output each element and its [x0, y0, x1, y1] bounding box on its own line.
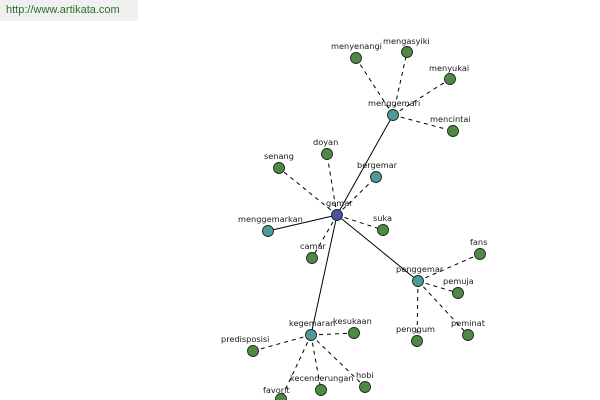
- node-label-kecenderungan: kecenderungan: [290, 373, 354, 383]
- node-suka[interactable]: [377, 224, 389, 236]
- node-hobi[interactable]: [359, 381, 371, 393]
- node-label-kegemaran: kegemaran: [289, 318, 335, 328]
- node-label-favorit: favorit: [263, 385, 290, 395]
- edge-gemar-suka: [336, 214, 384, 231]
- node-predisposisi[interactable]: [247, 345, 259, 357]
- node-menyenangi[interactable]: [350, 52, 362, 64]
- edge-kegemaran-kesukaan: [310, 332, 355, 336]
- node-label-camar: camar: [300, 241, 327, 251]
- node-label-menyenangi: menyenangi: [331, 41, 382, 51]
- node-label-senang: senang: [264, 151, 294, 161]
- node-label-gemar: gemar: [326, 198, 353, 208]
- node-fans[interactable]: [474, 248, 486, 260]
- edge-menggemari-mencintai: [392, 114, 454, 132]
- node-menggemari[interactable]: [387, 109, 399, 121]
- node-kesukaan[interactable]: [348, 327, 360, 339]
- node-pemuja[interactable]: [452, 287, 464, 299]
- node-menyukai[interactable]: [444, 73, 456, 85]
- edge-menggemari-menyukai: [392, 78, 451, 116]
- node-menggemarkan[interactable]: [262, 225, 274, 237]
- nodes-layer: [247, 46, 486, 400]
- node-mengasyiki[interactable]: [401, 46, 413, 58]
- edge-gemar-doyan: [326, 153, 338, 216]
- node-label-menggemari: menggemari: [368, 98, 420, 108]
- edge-menggemari-mengasyiki: [392, 51, 408, 116]
- node-label-peminat: peminat: [451, 318, 486, 328]
- node-label-bergemar: bergemar: [357, 160, 398, 170]
- node-label-pemuja: pemuja: [443, 276, 474, 286]
- edge-penggemar-pemuja: [417, 280, 459, 294]
- labels-layer: gemar menggemari penggemar kegemaran bergema…: [221, 36, 487, 395]
- node-penggum[interactable]: [411, 335, 423, 347]
- node-label-penggemar: penggemar: [396, 264, 444, 274]
- edge-kegemaran-favorit: [280, 334, 312, 400]
- edge-penggemar-fans: [417, 253, 481, 282]
- node-bergemar[interactable]: [370, 171, 382, 183]
- node-label-fans: fans: [470, 237, 487, 247]
- node-label-menggemarkan: menggemarkan: [238, 214, 303, 224]
- edge-gemar-menggemarkan: [267, 214, 338, 232]
- edges-layer: [252, 51, 481, 400]
- node-kecenderungan[interactable]: [315, 384, 327, 396]
- node-label-predisposisi: predisposisi: [221, 334, 269, 344]
- node-favorit[interactable]: [275, 393, 287, 400]
- edge-penggemar-penggum: [416, 280, 419, 342]
- node-mencintai[interactable]: [447, 125, 459, 137]
- edge-kegemaran-kecenderungan: [310, 334, 322, 391]
- edge-gemar-camar: [311, 214, 338, 259]
- node-senang[interactable]: [273, 162, 285, 174]
- edge-gemar-menggemari: [336, 114, 394, 216]
- node-label-penggum: penggum: [396, 324, 435, 334]
- node-gemar[interactable]: [331, 209, 343, 221]
- edge-gemar-penggemar: [336, 214, 419, 282]
- node-label-mengasyiki: mengasyiki: [383, 36, 430, 46]
- node-camar[interactable]: [306, 252, 318, 264]
- edge-gemar-bergemar: [336, 176, 377, 216]
- node-kegemaran[interactable]: [305, 329, 317, 341]
- node-penggemar[interactable]: [412, 275, 424, 287]
- edge-gemar-kegemaran: [310, 214, 338, 336]
- edge-kegemaran-predisposisi: [252, 334, 312, 352]
- node-label-menyukai: menyukai: [429, 63, 469, 73]
- node-label-doyan: doyan: [313, 137, 338, 147]
- node-peminat[interactable]: [462, 329, 474, 341]
- edge-menggemari-menyenangi: [355, 57, 394, 116]
- node-label-hobi: hobi: [356, 370, 374, 380]
- node-doyan[interactable]: [321, 148, 333, 160]
- watermark-url: http://www.artikata.com: [0, 0, 138, 21]
- node-label-suka: suka: [373, 213, 392, 223]
- node-label-mencintai: mencintai: [430, 114, 471, 124]
- node-label-kesukaan: kesukaan: [333, 316, 372, 326]
